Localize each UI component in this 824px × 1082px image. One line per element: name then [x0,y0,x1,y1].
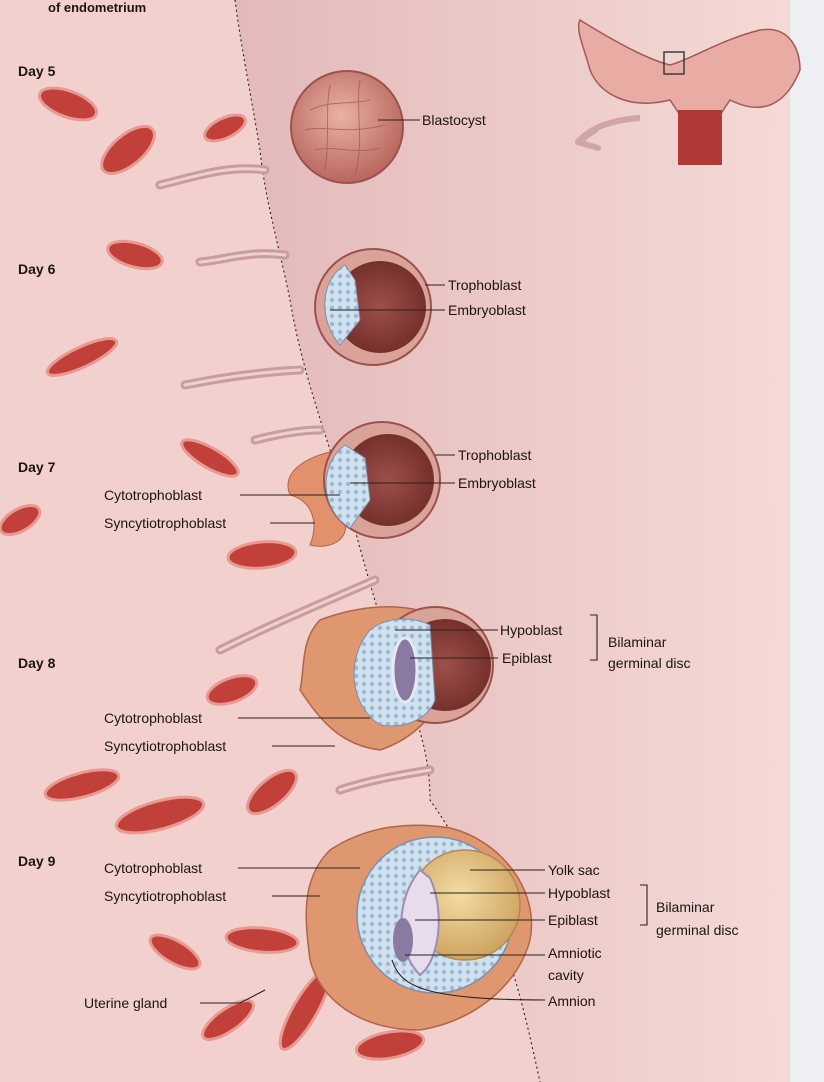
label-amnion: Amnion [548,993,595,1009]
day-8-label: Day 8 [18,655,56,671]
leader-lines [200,119,648,1004]
blood-vessels [0,86,426,1061]
day8-embryo [299,606,494,751]
label-day8-cytotrophoblast: Cytotrophoblast [104,710,202,726]
label-uterine-gland: Uterine gland [84,995,167,1011]
label-day9-syncytiotrophoblast: Syncytiotrophoblast [104,888,226,904]
day7-blastocyst [287,421,441,547]
label-day7-cytotrophoblast: Cytotrophoblast [104,487,202,503]
label-day6-trophoblast: Trophoblast [448,277,522,293]
label-day8-bilaminar-1: Bilaminar [608,634,667,650]
label-day7-trophoblast: Trophoblast [458,447,532,463]
day5-blastocyst [290,70,404,184]
label-day8-bilaminar-2: germinal disc [608,655,690,671]
label-amniotic-2: cavity [548,967,584,983]
page-margin [790,0,824,1082]
label-day6-embryoblast: Embryoblast [448,302,526,318]
label-amniotic-1: Amniotic [548,945,602,961]
label-day9-bilaminar-1: Bilaminar [656,899,715,915]
label-day9-epiblast: Epiblast [548,912,598,928]
uterus-inset-icon [575,18,801,165]
label-day9-cytotrophoblast: Cytotrophoblast [104,860,202,876]
label-day7-embryoblast: Embryoblast [458,475,536,491]
day9-embryo [305,824,533,1031]
label-day8-epiblast: Epiblast [502,650,552,666]
label-day7-syncytiotrophoblast: Syncytiotrophoblast [104,515,226,531]
label-day9-hypoblast: Hypoblast [548,885,610,901]
label-blastocyst: Blastocyst [422,112,486,128]
label-day8-hypoblast: Hypoblast [500,622,562,638]
label-day8-syncytiotrophoblast: Syncytiotrophoblast [104,738,226,754]
label-yolk-sac: Yolk sac [548,862,600,878]
day-6-label: Day 6 [18,261,56,277]
day-5-label: Day 5 [18,63,56,79]
heading-text: of endometrium [48,0,146,15]
day-7-label: Day 7 [18,459,56,475]
day-9-label: Day 9 [18,853,56,869]
day6-blastocyst [314,248,432,366]
label-day9-bilaminar-2: germinal disc [656,922,738,938]
